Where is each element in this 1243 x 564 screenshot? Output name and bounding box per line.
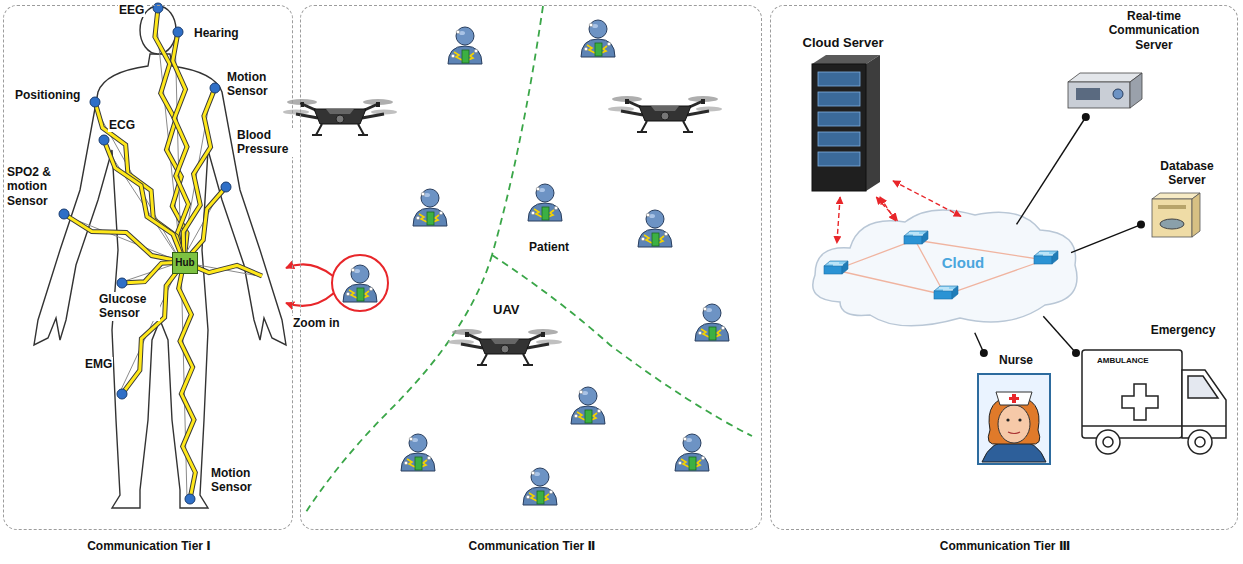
link-line (1071, 225, 1141, 253)
sensor-label: Hearing (193, 26, 240, 40)
figure-label: Zoom in (292, 316, 341, 330)
sensor-label: Glucose Sensor (98, 292, 160, 321)
tier-panel: Communication Tier Ⅱ (300, 5, 762, 530)
patient-icons (401, 20, 729, 505)
link-dot (1082, 113, 1090, 121)
sensor-label: Motion Sensor (210, 466, 274, 495)
node-label: Cloud Server (793, 35, 893, 51)
node-label: Emergency (1132, 323, 1234, 337)
dashed-arrow (876, 197, 897, 221)
link-dot (980, 349, 988, 357)
tier-caption: Communication Tier Ⅱ (301, 539, 763, 553)
server-node: Real-time Communication Server (1061, 9, 1201, 117)
dashed-arrow (880, 197, 896, 221)
vehicle-node: Emergency (1076, 323, 1234, 463)
node-label: Real-time Communication Server (1107, 9, 1201, 52)
cell-boundaries (306, 6, 752, 512)
sensor-label: Motion Sensor (226, 70, 286, 99)
rt-server-icon (1068, 73, 1142, 108)
uav-icons (283, 96, 722, 365)
node-label: Cloud (928, 254, 998, 272)
switch-icons (824, 231, 1058, 299)
dashed-arrow (893, 181, 961, 216)
server-node: Cloud Server (793, 35, 893, 197)
figure-label: Patient (528, 240, 570, 254)
zoom-arrow (286, 293, 334, 306)
cloud-node: Cloud (816, 216, 1081, 334)
node-label: Hub (173, 257, 197, 269)
figure-label: UAV (492, 302, 520, 318)
link-dot (1137, 221, 1145, 229)
person-node: Nurse (973, 353, 1059, 471)
node-label: Database Server (1141, 159, 1233, 188)
node-label: Nurse (973, 353, 1059, 367)
cloud-server-icon (812, 55, 880, 191)
database-icon (1152, 193, 1200, 237)
ambulance-icon (1082, 350, 1226, 454)
link-line (1017, 117, 1086, 224)
dashed-arrow (837, 197, 840, 243)
link-dot (1072, 349, 1080, 357)
patient-icon (343, 265, 377, 302)
zoom-circle (332, 255, 388, 311)
server-node: Database Server (1141, 159, 1233, 241)
sensor-label: EMG (84, 357, 113, 371)
zoom-arrow (286, 264, 333, 276)
sensor-label: EEG (118, 3, 145, 17)
nurse-icon (978, 374, 1050, 464)
sensor-label: Positioning (14, 88, 81, 102)
sensor-label: SPO2 & motion Sensor (6, 165, 70, 208)
tier-caption: Communication Tier Ⅰ (4, 539, 294, 553)
cloud-shape (813, 210, 1077, 326)
hub-box: Hub (172, 252, 198, 274)
tier-panel: Communication Tier ⅢCloud ServerCloudRea… (770, 5, 1238, 530)
figure-label: AMBULANCE (1096, 356, 1150, 366)
tier-caption: Communication Tier Ⅲ (771, 539, 1239, 553)
sensor-label: Blood Pressure (236, 128, 293, 157)
body-outline (34, 54, 286, 508)
sensor-label: ECG (108, 118, 136, 132)
link-line (1043, 316, 1076, 353)
